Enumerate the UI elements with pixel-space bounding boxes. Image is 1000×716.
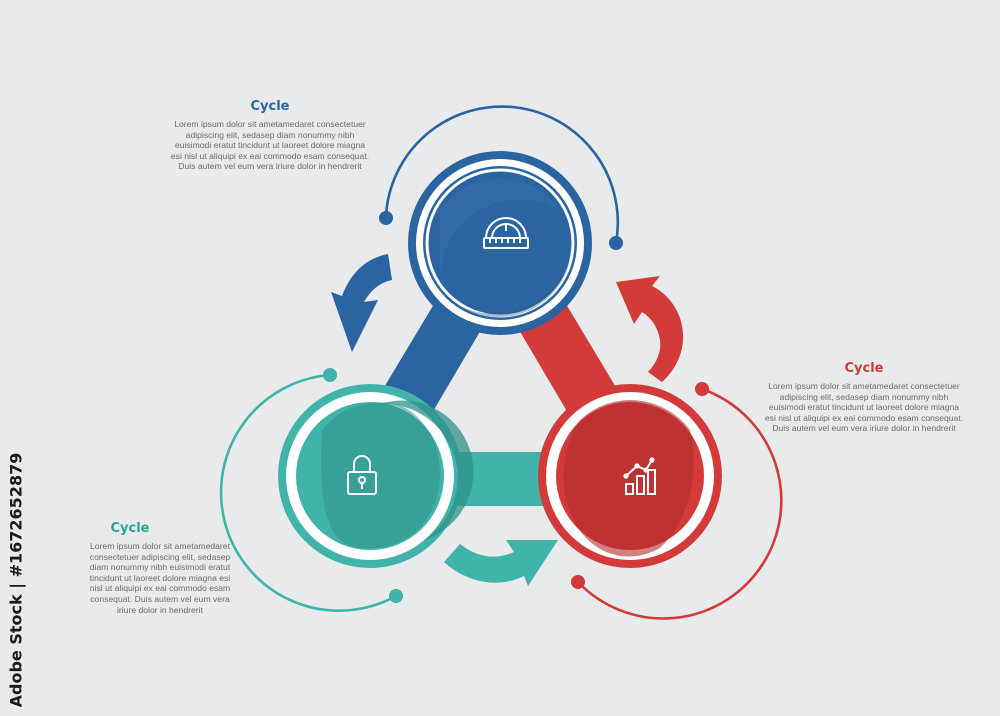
circle-node-top xyxy=(408,151,592,335)
padlock-icon xyxy=(347,455,377,495)
orbit-ring-top xyxy=(384,105,620,244)
cycle-title-top: Cycle xyxy=(250,99,290,114)
orbit-dot-top-b xyxy=(609,236,623,250)
arrow-red xyxy=(616,276,684,382)
cycle-title-right: Cycle xyxy=(844,361,884,376)
cycle-body-top: Lorem ipsum dolor sit ametamedaret conse… xyxy=(170,119,370,172)
cycle-body-left: Lorem ipsum dolor sit ametamedaret conse… xyxy=(89,541,231,615)
orbit-dot-right-b xyxy=(571,575,585,589)
stock-watermark-text: Adobe Stock | #1672652879 xyxy=(6,452,26,708)
cycle-text-block-right: Cycle Lorem ipsum dolor sit ametamedaret… xyxy=(764,361,964,434)
cycle-text-block-left: Cycle Lorem ipsum dolor sit ametamedaret… xyxy=(84,521,236,615)
orbit-ring-right xyxy=(577,387,783,620)
orbit-dot-left-a xyxy=(323,368,337,382)
arrow-teal xyxy=(444,540,558,586)
cycle-text-block-top: Cycle Lorem ipsum dolor sit ametamedaret… xyxy=(170,99,370,172)
arrow-blue xyxy=(331,254,392,352)
protractor-icon xyxy=(483,217,529,249)
circle-node-right xyxy=(538,384,722,568)
bar-chart-icon xyxy=(623,457,656,495)
orbit-ring-left xyxy=(219,373,397,612)
cycle-body-right: Lorem ipsum dolor sit ametamedaret conse… xyxy=(764,381,964,434)
orbit-dot-right-a xyxy=(695,382,709,396)
stock-watermark-side: Adobe Stock | #1672652879 xyxy=(4,453,28,708)
circle-node-left xyxy=(278,384,474,568)
orbit-dot-top-a xyxy=(379,211,393,225)
cycle-title-left: Cycle xyxy=(110,521,150,536)
orbit-dot-left-b xyxy=(389,589,403,603)
